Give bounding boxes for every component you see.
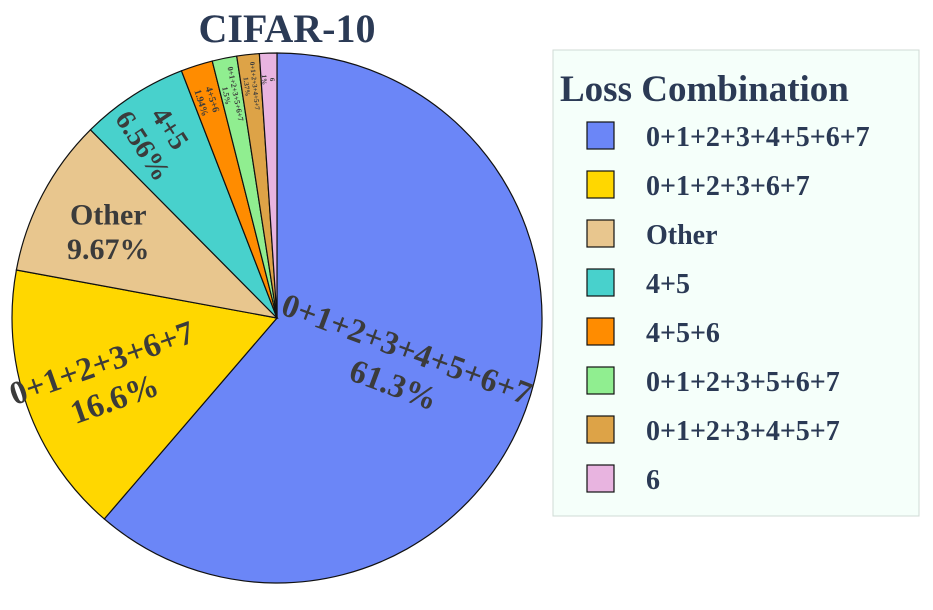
pie-slice	[258, 52, 278, 319]
legend-label: 0+1+2+3+6+7	[646, 171, 810, 202]
pie-slice	[15, 128, 279, 319]
legend-label: Other	[646, 220, 718, 251]
legend-swatch	[586, 219, 615, 248]
legend-swatch	[586, 121, 615, 150]
legend-swatch	[586, 170, 615, 199]
legend-label: 0+1+2+3+4+5+6+7	[646, 122, 870, 153]
chart-title: CIFAR-10	[198, 6, 375, 51]
legend: Loss Combination 0+1+2+3+4+5+6+70+1+2+3+…	[552, 49, 920, 517]
legend-swatch	[586, 268, 615, 297]
legend-swatch	[586, 415, 615, 444]
legend-label: 4+5+6	[646, 318, 720, 349]
pie-slice	[11, 269, 279, 520]
legend-label: 4+5	[646, 269, 690, 300]
legend-label: 6	[646, 465, 660, 496]
legend-swatch	[586, 464, 615, 493]
legend-label: 0+1+2+3+5+6+7	[646, 367, 840, 398]
pie-slice	[89, 70, 278, 319]
legend-swatch	[586, 317, 615, 346]
legend-swatch	[586, 366, 615, 395]
slice-label: 61%	[260, 74, 276, 85]
legend-label: 0+1+2+3+4+5+7	[646, 416, 840, 447]
legend-title: Loss Combination	[560, 69, 849, 110]
pie-slice	[103, 52, 543, 584]
pie-slices	[11, 52, 543, 584]
